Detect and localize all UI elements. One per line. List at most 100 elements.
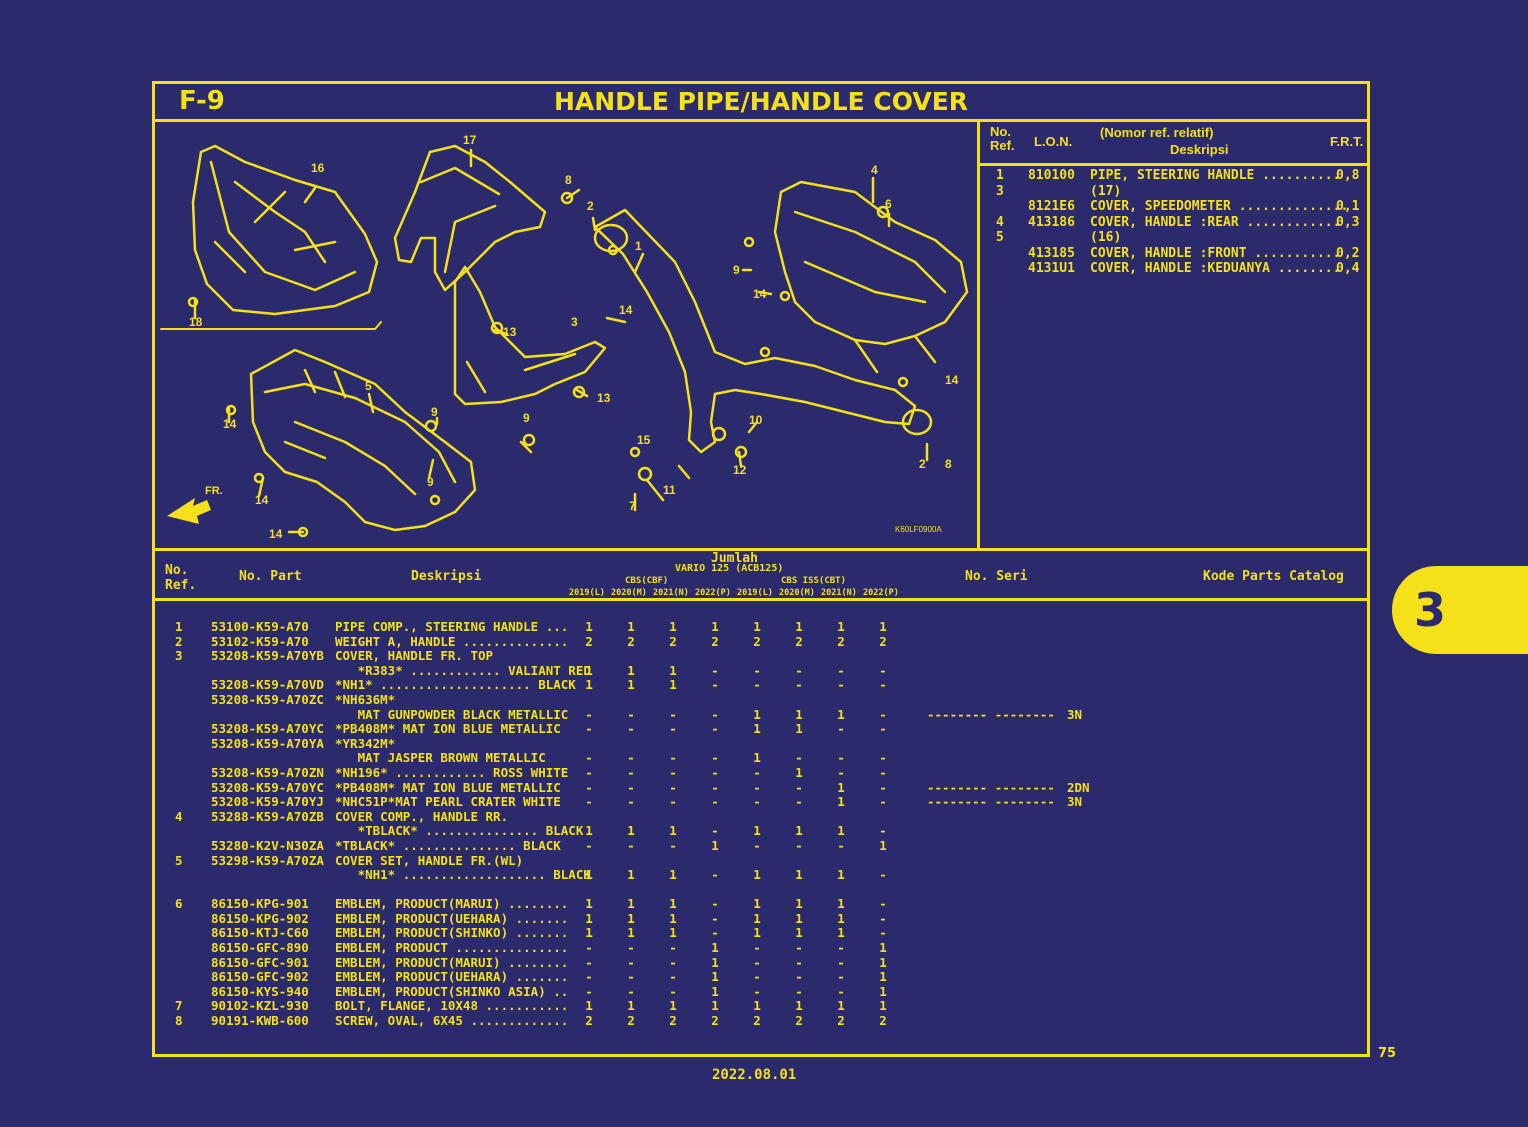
callout-14: 14 <box>945 373 959 387</box>
row-qty: - <box>585 954 593 970</box>
row-qty: 1 <box>669 823 677 839</box>
row-qty: 1 <box>753 998 761 1014</box>
row-qty: - <box>669 969 677 985</box>
parts-col-ref: No. Ref. <box>165 563 197 593</box>
row-part-number: 53288-K59-A70ZB <box>211 808 324 824</box>
row-qty: - <box>627 764 635 780</box>
lon-desc: COVER, HANDLE :FRONT ........... <box>1090 245 1341 261</box>
row-qty: - <box>711 662 719 678</box>
table-row: 53208-K59-A70VD*NH1* ...................… <box>155 677 1367 692</box>
row-qty: - <box>879 867 887 883</box>
row-qty: 1 <box>795 823 803 839</box>
row-ref: 5 <box>175 852 183 868</box>
row-qty: - <box>711 925 719 941</box>
row-ref: 7 <box>175 998 183 1014</box>
callout-14: 14 <box>753 287 767 301</box>
section-tab[interactable]: 3 <box>1392 566 1528 654</box>
row-qty: - <box>669 764 677 780</box>
row-qty: - <box>879 750 887 766</box>
row-qty: - <box>879 925 887 941</box>
row-qty: 1 <box>795 896 803 912</box>
lon-col-lon: L.O.N. <box>1034 134 1073 149</box>
row-part-number: 53280-K2V-N30ZA <box>211 837 324 853</box>
table-row: MAT JASPER BROWN METALLIC----1--- <box>155 750 1367 765</box>
row-qty: 1 <box>795 998 803 1014</box>
row-qty: - <box>753 764 761 780</box>
row-qty: - <box>753 954 761 970</box>
row-description: *NH636M* <box>335 691 396 707</box>
row-qty: 1 <box>879 983 887 999</box>
row-qty: - <box>669 794 677 810</box>
row-qty: 1 <box>753 867 761 883</box>
row-qty: - <box>711 867 719 883</box>
row-qty: - <box>753 969 761 985</box>
row-description: EMBLEM, PRODUCT(SHINKO) ....... <box>335 925 569 941</box>
callout-2: 2 <box>587 199 594 213</box>
row-part-number: 53100-K59-A70 <box>211 619 309 634</box>
row-part-number: 53208-K59-A70YJ <box>211 794 324 810</box>
lon-row: 413185 COVER, HANDLE :FRONT ...........0,… <box>980 246 1367 262</box>
lon-row: 5(16) <box>980 230 1367 246</box>
row-part-number: 86150-KPG-901 <box>211 896 309 912</box>
row-qty: 1 <box>585 677 593 693</box>
row-qty: 1 <box>669 998 677 1014</box>
row-qty: 1 <box>879 940 887 956</box>
table-row: 53208-K59-A70ZC*NH636M* <box>155 692 1367 707</box>
row-qty: - <box>669 837 677 853</box>
row-qty: 1 <box>711 940 719 956</box>
row-qty: 1 <box>795 721 803 737</box>
row-qty: - <box>585 969 593 985</box>
year-4: 2019(L) <box>737 588 773 598</box>
row-qty: 1 <box>837 896 845 912</box>
callout-9: 9 <box>431 405 438 419</box>
callout-3: 3 <box>571 315 578 329</box>
callout-15: 15 <box>637 433 651 447</box>
table-row: 53208-K59-A70ZN*NH196* ............ ROSS… <box>155 765 1367 780</box>
figure-id: F-9 <box>179 86 225 116</box>
row-qty: 2 <box>795 1013 803 1029</box>
lon-lon: 413185 <box>1028 245 1075 261</box>
callout-13: 13 <box>597 391 611 405</box>
row-description: COVER COMP., HANDLE RR. <box>335 808 509 824</box>
callout-14: 14 <box>223 417 237 431</box>
parts-group-cbs: CBS(CBF) <box>625 576 669 586</box>
row-qty: 1 <box>795 925 803 941</box>
row-qty: 1 <box>837 706 845 722</box>
row-qty: - <box>795 794 803 810</box>
row-ref: 6 <box>175 896 183 912</box>
row-qty: - <box>627 794 635 810</box>
section-divider <box>155 548 1367 551</box>
row-qty: - <box>879 794 887 810</box>
row-qty: 1 <box>585 823 593 839</box>
row-qty: - <box>669 779 677 795</box>
row-qty: 1 <box>753 823 761 839</box>
row-qty: - <box>585 940 593 956</box>
callout-12: 12 <box>733 463 747 477</box>
row-qty: - <box>795 940 803 956</box>
row-qty: 1 <box>837 998 845 1014</box>
callout-14: 14 <box>255 493 269 507</box>
row-qty: - <box>627 983 635 999</box>
page-number: 75 <box>1378 1046 1397 1061</box>
row-qty: 1 <box>753 721 761 737</box>
row-qty: 1 <box>753 619 761 634</box>
lon-frt: 0,2 <box>1336 245 1360 261</box>
row-qty: - <box>669 721 677 737</box>
row-qty: 1 <box>585 867 593 883</box>
row-qty: - <box>627 721 635 737</box>
row-qty: - <box>837 721 845 737</box>
row-qty: 1 <box>879 954 887 970</box>
row-description: EMBLEM, PRODUCT(MARUI) ........ <box>335 954 569 970</box>
row-qty: - <box>795 662 803 678</box>
diagram-code: K60LF0900A <box>895 525 942 534</box>
row-serial: -------- -------- <box>927 779 1055 795</box>
row-qty: 1 <box>669 896 677 912</box>
row-qty: - <box>669 706 677 722</box>
row-part-number: 53208-K59-A70YC <box>211 779 324 795</box>
row-qty: - <box>837 662 845 678</box>
row-part-number: 86150-KPG-902 <box>211 910 309 926</box>
row-qty: 1 <box>795 764 803 780</box>
